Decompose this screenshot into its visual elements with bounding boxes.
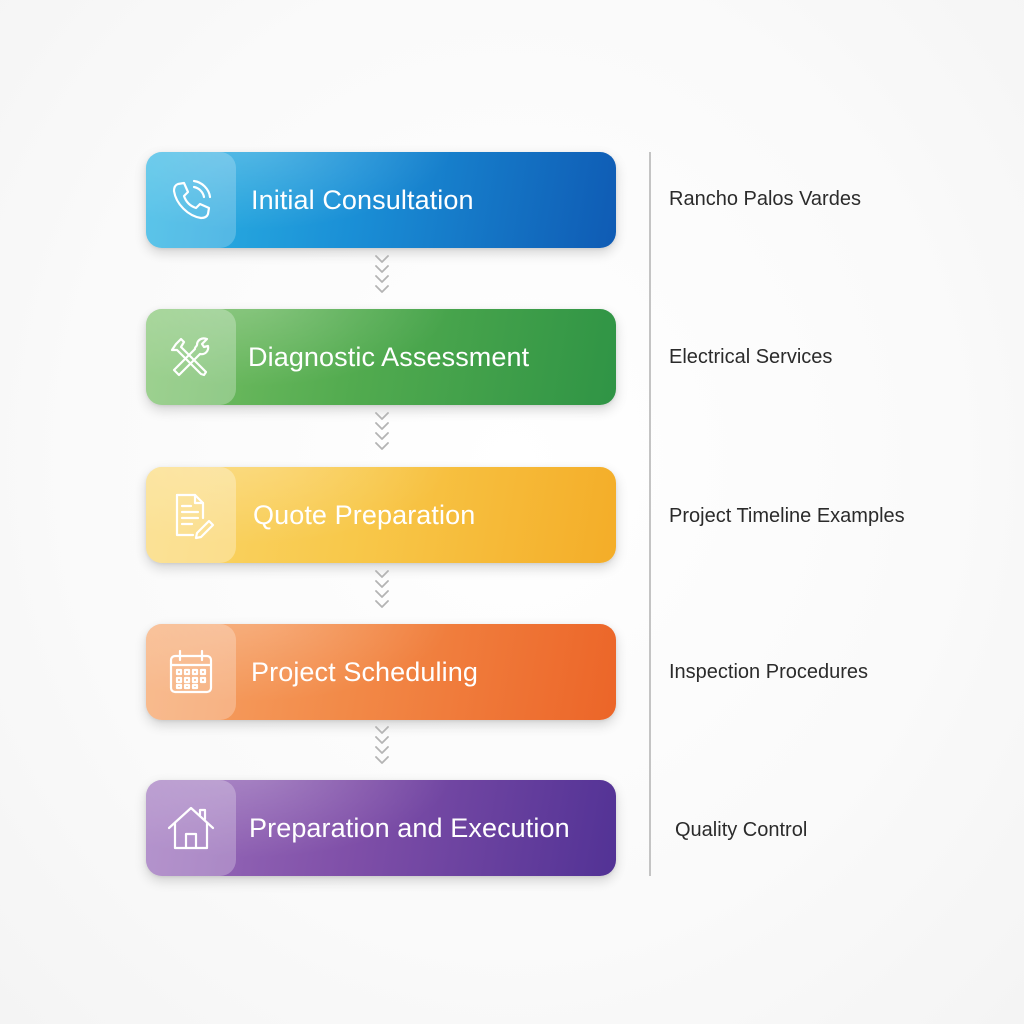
side-label: Electrical Services <box>669 346 833 368</box>
chevron-down-icon <box>368 567 396 615</box>
step-diagnostic-assessment: Diagnostic Assessment <box>146 309 616 405</box>
step-icon-box <box>146 309 236 405</box>
step-label: Quote Preparation <box>253 500 476 530</box>
step-icon-box <box>146 780 236 876</box>
step-icon-box <box>146 624 236 720</box>
step-initial-consultation: Initial Consultation <box>146 152 616 248</box>
step-label: Preparation and Execution <box>249 813 570 843</box>
step-preparation-and-execution: Preparation and Execution <box>146 780 616 876</box>
step-label: Diagnostic Assessment <box>248 342 530 372</box>
step-label: Initial Consultation <box>251 185 474 215</box>
step-quote-preparation: Quote Preparation <box>146 467 616 563</box>
vertical-divider <box>649 152 651 876</box>
side-label: Quality Control <box>675 819 808 841</box>
side-label: Project Timeline Examples <box>669 505 905 527</box>
document-edit-icon <box>175 493 215 540</box>
step-label: Project Scheduling <box>251 657 478 687</box>
side-label: Rancho Palos Vardes <box>669 188 861 210</box>
chevron-down-icon <box>368 409 396 457</box>
house-icon <box>167 806 215 850</box>
chevron-down-icon <box>368 252 396 300</box>
step-project-scheduling: Project Scheduling <box>146 624 616 720</box>
phone-icon <box>172 179 212 220</box>
tools-icon <box>170 337 210 377</box>
calendar-icon <box>169 649 213 694</box>
side-label: Inspection Procedures <box>669 661 869 683</box>
step-icon-box <box>146 152 236 248</box>
step-icon-box <box>146 467 236 563</box>
chevron-down-icon <box>368 723 396 771</box>
